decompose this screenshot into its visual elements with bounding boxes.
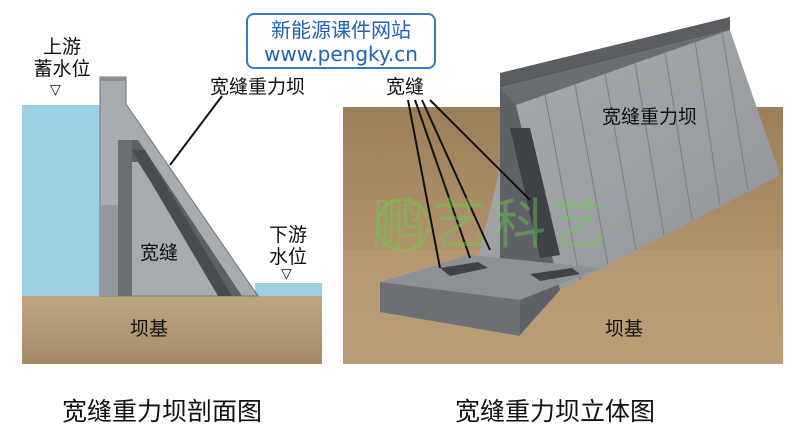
perspective-foundation-label: 坝基 [605, 318, 644, 340]
perspective-joint-label: 宽缝 [386, 76, 425, 98]
section-dam-label: 宽缝重力坝 [210, 76, 306, 98]
upstream-step [100, 205, 118, 296]
website-title: 新能源课件网站 [271, 18, 411, 42]
toe-slab-front [380, 282, 520, 336]
upstream-level-marker-icon: ▽ [50, 82, 61, 98]
wide-joint-shaft [118, 140, 132, 296]
section-diagram [22, 76, 322, 364]
section-joint-label: 宽缝 [140, 242, 179, 264]
slope-seams [544, 31, 749, 281]
section-caption: 宽缝重力坝剖面图 [62, 397, 263, 426]
downstream-water [255, 283, 322, 297]
perspective-caption: 宽缝重力坝立体图 [455, 397, 656, 426]
upstream-wall [500, 17, 730, 88]
brand-watermark: 鹏艺科艺 [372, 193, 612, 256]
upstream-water [22, 105, 102, 297]
upstream-level-line2: 蓄水位 [33, 58, 91, 80]
toe-joint-groove-1 [440, 262, 488, 276]
perspective-diagram [343, 17, 783, 364]
section-foundation-label: 坝基 [130, 318, 169, 340]
wide-joint-void [510, 128, 560, 258]
dam-crest [100, 77, 126, 81]
downstream-level-label: 下游 水位 [258, 224, 318, 268]
joint-leader-lines [407, 99, 531, 269]
perspective-dam-label: 宽缝重力坝 [602, 106, 698, 128]
website-watermark: 新能源课件网站 www.pengky.cn [246, 13, 436, 69]
dam-label-leader [169, 95, 223, 166]
toe-joint-groove-2 [530, 268, 580, 281]
wide-joint-shadow [132, 150, 232, 296]
upstream-level-label: 上游 蓄水位 [22, 36, 102, 80]
downstream-level-line1: 下游 [268, 224, 307, 246]
website-url: www.pengky.cn [264, 42, 418, 66]
toe-slab-top [380, 255, 600, 300]
brand-watermark-logo [376, 198, 430, 252]
foundation-soil [22, 296, 322, 364]
downstream-level-marker-icon: ▽ [281, 266, 292, 282]
downstream-level-line2: 水位 [268, 246, 307, 268]
upstream-level-line1: 上游 [42, 36, 81, 58]
